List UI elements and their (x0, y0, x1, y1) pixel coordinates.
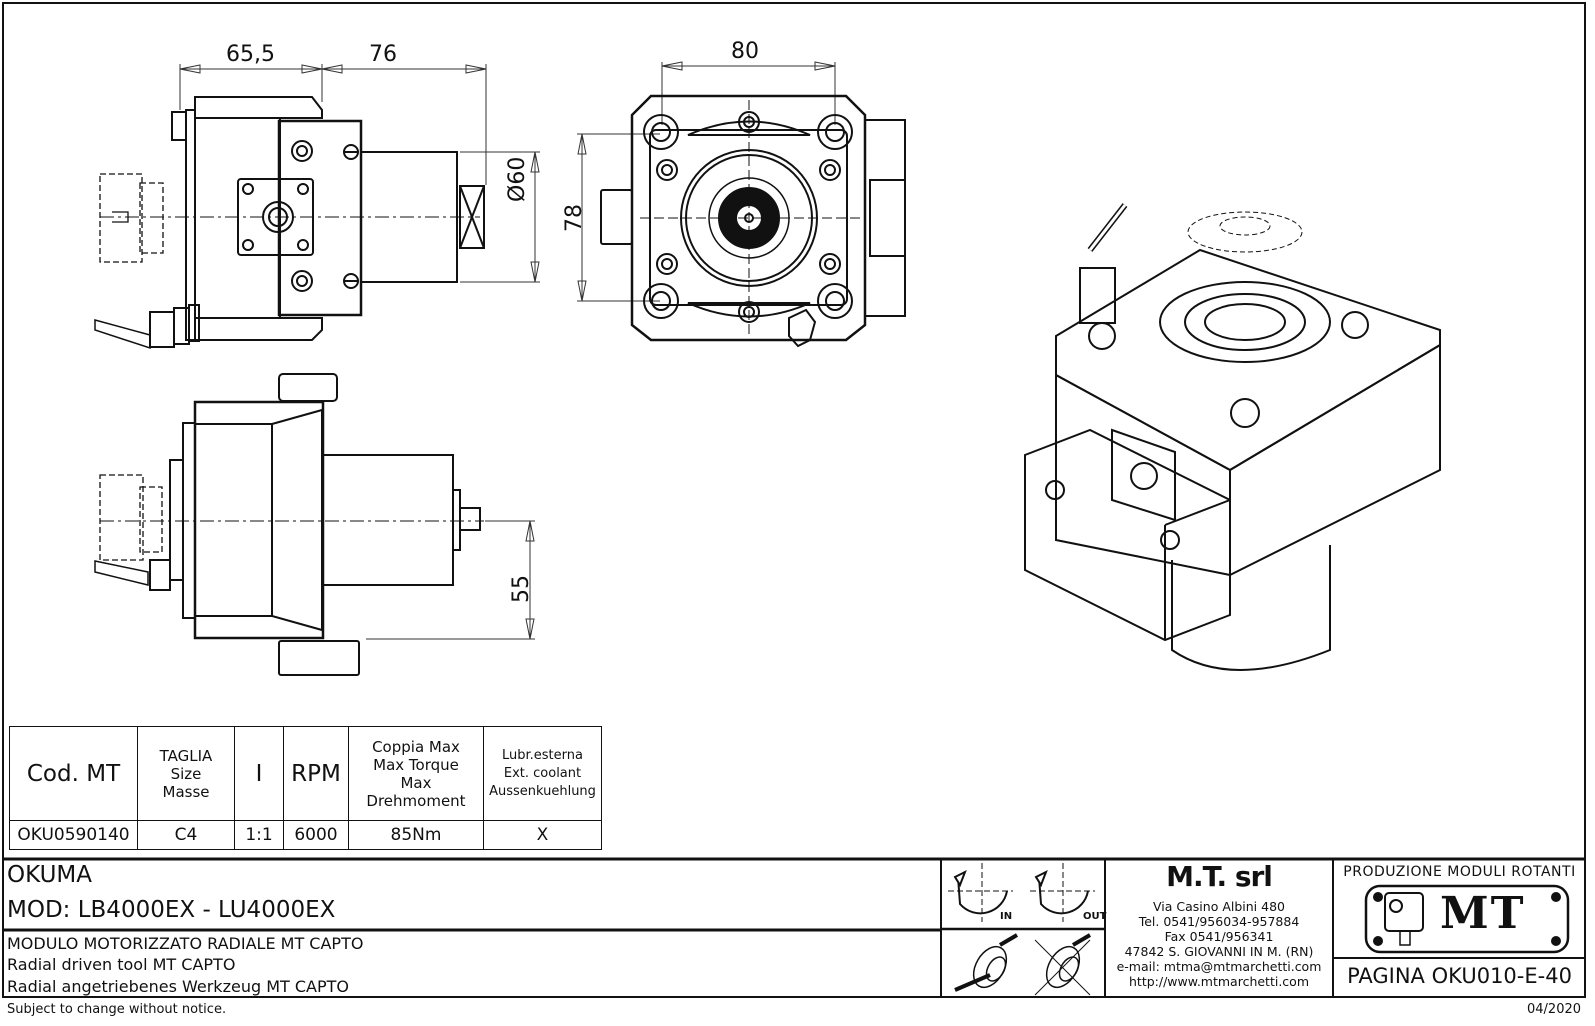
notice-text: Subject to change without notice. (7, 1002, 227, 1017)
address-street: Via Casino Albini 480 (1153, 899, 1285, 914)
division-label: PRODUZIONE MODULI ROTANTI (1343, 864, 1576, 880)
spec-table: Cod. MT TAGLIA Size Masse I RPM Coppia M… (9, 726, 602, 850)
cell-ratio: 1:1 (234, 820, 284, 850)
header-cod-mt: Cod. MT (9, 726, 138, 821)
header-ratio: I (234, 726, 284, 821)
dim-diameter-60: Ø60 (505, 156, 530, 202)
dim-76: 76 (369, 42, 397, 67)
rotation-in-label: IN (1000, 911, 1013, 922)
description-it: MODULO MOTORIZZATO RADIALE MT CAPTO (7, 934, 364, 953)
logo-text: MT (1440, 888, 1526, 939)
front-view (577, 61, 906, 348)
page-label: PAGINA OKU010-E-40 (1347, 964, 1572, 988)
dim-55: 55 (509, 575, 534, 603)
cell-torque: 85Nm (348, 820, 484, 850)
address-website[interactable]: http://www.mtmarchetti.com (1129, 974, 1309, 989)
address-fax: Fax 0541/956341 (1164, 929, 1274, 944)
cell-coolant: X (483, 820, 602, 850)
rotation-out-label: OUT (1083, 911, 1107, 922)
isometric-view (1024, 203, 1441, 671)
address-phone: Tel. 0541/956034-957884 (1138, 914, 1300, 929)
header-taglia: TAGLIA Size Masse (137, 726, 235, 821)
cell-rpm: 6000 (283, 820, 349, 850)
side-view-top (94, 64, 540, 350)
wrench-instruction-icons (954, 933, 1092, 996)
header-torque: Coppia Max Max Torque Max Drehmoment (348, 726, 484, 821)
cell-cod-mt: OKU0590140 (9, 820, 138, 850)
header-rpm: RPM (283, 726, 349, 821)
dim-78: 78 (562, 204, 587, 232)
side-view-bottom (94, 373, 535, 676)
description-de: Radial angetriebenes Werkzeug MT CAPTO (7, 977, 349, 996)
company-address: Via Casino Albini 480 Tel. 0541/956034-9… (1105, 899, 1333, 989)
drawing-frame (2, 2, 1586, 998)
machine-model: MOD: LB4000EX - LU4000EX (7, 897, 336, 923)
rotation-direction-icons (948, 863, 1095, 922)
company-name: M.T. srl (1166, 860, 1273, 893)
mt-logo (1364, 884, 1570, 954)
cell-taglia: C4 (137, 820, 235, 850)
address-email[interactable]: e-mail: mtma@mtmarchetti.com (1116, 959, 1322, 974)
machine-brand: OKUMA (7, 862, 92, 888)
revision-date: 04/2020 (1527, 1002, 1582, 1017)
dim-65-5: 65,5 (226, 42, 275, 67)
header-coolant: Lubr.esterna Ext. coolant Aussenkuehlung (483, 726, 602, 821)
address-city: 47842 S. GIOVANNI IN M. (RN) (1124, 944, 1314, 959)
dim-80: 80 (731, 39, 759, 64)
description-en: Radial driven tool MT CAPTO (7, 955, 236, 974)
table-row: OKU0590140 C4 1:1 6000 85Nm X (9, 820, 602, 850)
title-block-lines (2, 857, 1586, 998)
spec-table-header: Cod. MT TAGLIA Size Masse I RPM Coppia M… (9, 726, 602, 821)
